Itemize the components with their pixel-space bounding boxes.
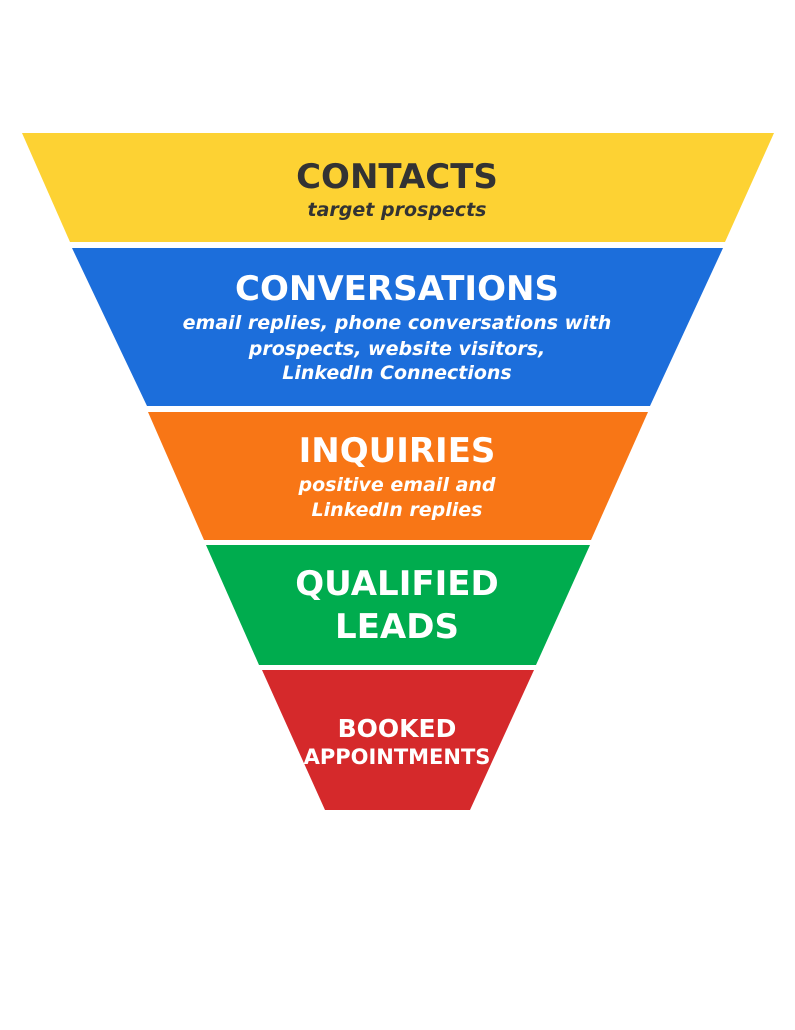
funnel-stage-description: positive email and — [297, 474, 495, 496]
funnel-stage-shape — [262, 670, 534, 810]
funnel-stage-title: LEADS — [335, 607, 459, 647]
funnel-stage-shape — [206, 545, 590, 665]
funnel-stage-description: email replies, phone conversations with — [183, 312, 612, 334]
funnel-stage-title: BOOKED — [338, 714, 457, 743]
funnel-stage-description: target prospects — [308, 199, 487, 221]
funnel-stage-conversations: CONVERSATIONS email replies, phone conver… — [72, 248, 723, 406]
funnel-stage-shape — [72, 248, 723, 406]
funnel-stage-title: INQUIRIES — [299, 431, 496, 471]
funnel-stage-description: prospects, website visitors, — [248, 338, 546, 360]
funnel-stage-shape — [22, 133, 774, 242]
funnel-stage-title: CONTACTS — [296, 157, 498, 197]
funnel-stage-shape — [148, 412, 648, 540]
funnel-stage-title: QUALIFIED — [295, 564, 498, 604]
funnel-stage-description: LinkedIn Connections — [282, 362, 511, 384]
funnel-stage-title: APPOINTMENTS — [304, 745, 491, 769]
funnel-stage-description: LinkedIn replies — [312, 499, 483, 521]
funnel-stage-title: CONVERSATIONS — [235, 269, 559, 309]
